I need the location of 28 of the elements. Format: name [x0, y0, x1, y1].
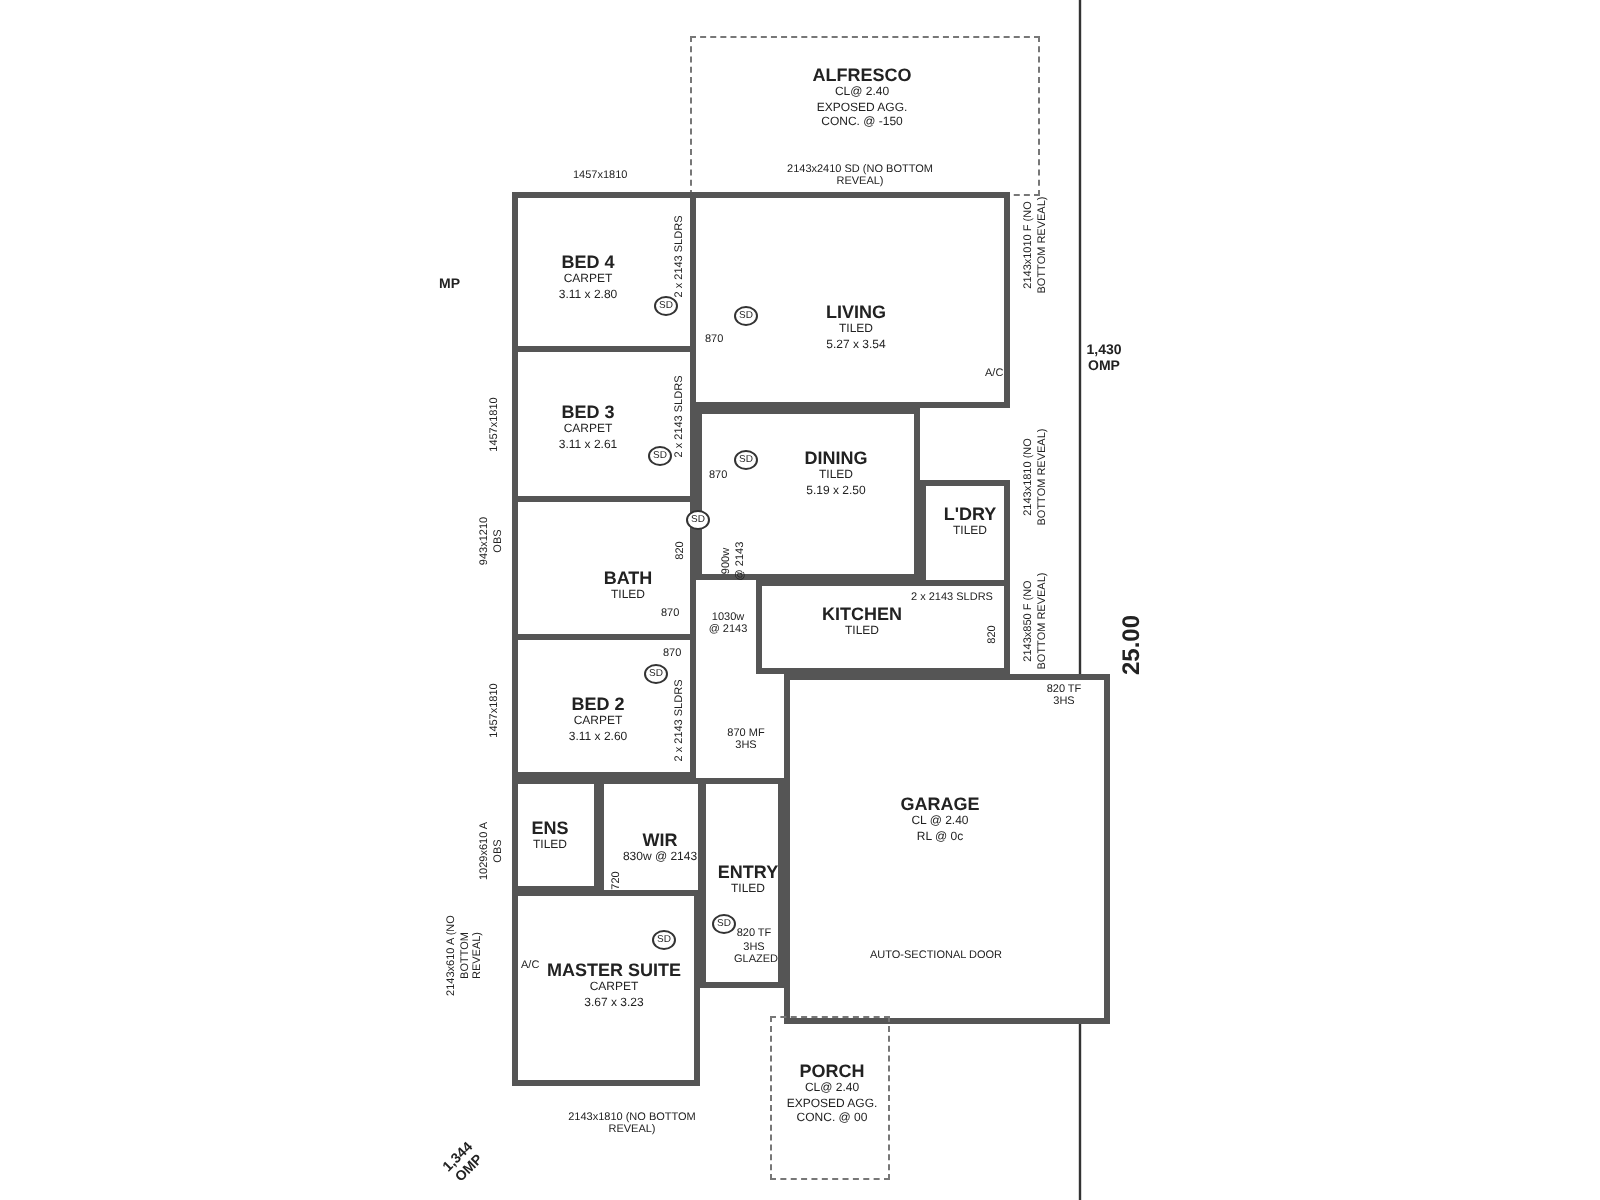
room-area [690, 192, 1010, 408]
room-name: GARAGE [900, 794, 980, 815]
dimension-label: 25.00 [1119, 613, 1146, 675]
room-area [700, 778, 784, 988]
room-name: BED 2 [571, 694, 625, 715]
room-name: ALFRESCO [812, 64, 912, 86]
room-name: KITCHEN [822, 603, 902, 625]
room-area [512, 890, 700, 1086]
room-name: MASTER SUITE [547, 960, 681, 981]
room-area [784, 674, 1110, 1024]
room-name: ENTRY [717, 861, 779, 883]
room-area [920, 480, 1010, 586]
room-name: BED 3 [561, 402, 615, 423]
room-area [512, 778, 600, 892]
room-name: DINING [804, 448, 868, 469]
room-name: BED 4 [561, 252, 615, 273]
room-name: LIVING [826, 302, 886, 323]
room-area [598, 778, 704, 896]
room-name: L'DRY [943, 503, 997, 525]
room-area [770, 1016, 890, 1180]
room-area [512, 346, 696, 502]
room-name: WIR [642, 829, 678, 851]
room-area [512, 634, 696, 778]
room-area [756, 580, 1010, 674]
room-area [512, 192, 696, 352]
room-name: BATH [603, 567, 653, 589]
room-name: ENS [531, 817, 569, 839]
room-name: PORCH [799, 1060, 865, 1082]
